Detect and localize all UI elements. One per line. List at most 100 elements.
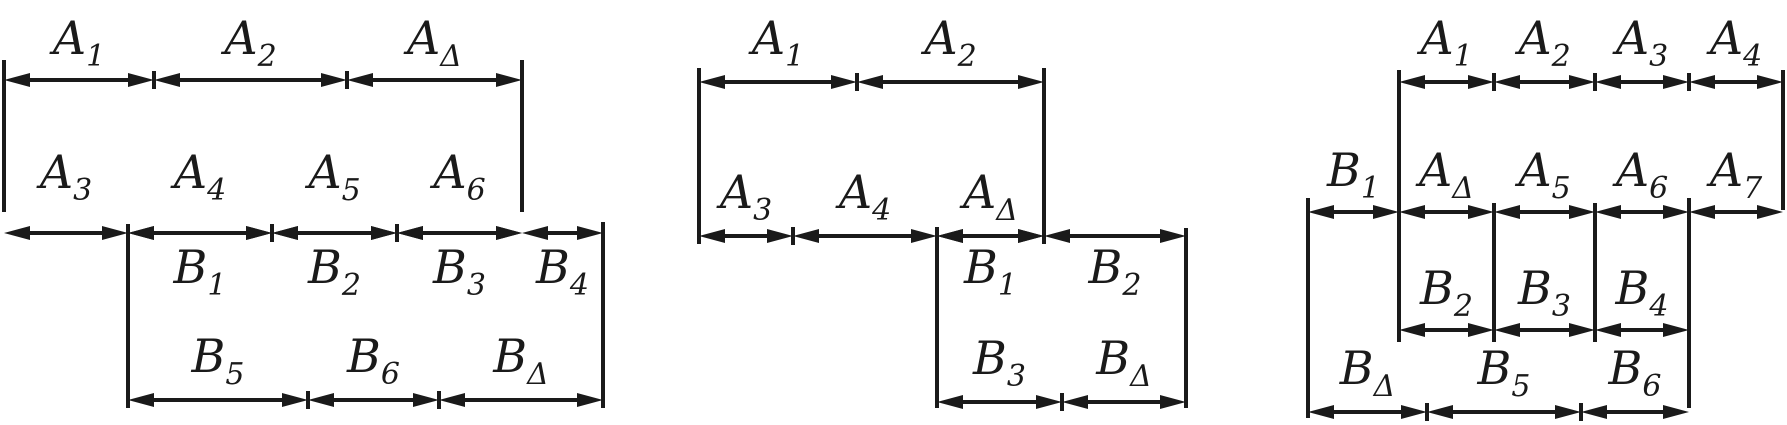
dimension-arrow [1494, 323, 1595, 337]
arrowhead-left [1689, 75, 1715, 89]
label-subscript: 6 [1649, 171, 1668, 206]
dimension-arrow [699, 75, 857, 89]
label-base: A [49, 11, 86, 65]
arrowhead-left [308, 393, 334, 407]
segment-label: A6 [1612, 143, 1668, 206]
dimension-arrow [1399, 323, 1494, 337]
segment-label: BΔ [1339, 341, 1395, 404]
label-subscript: 4 [1742, 39, 1762, 74]
segment-label: AΔ [403, 11, 462, 74]
label-subscript: 5 [225, 357, 244, 392]
arrowhead-left [1689, 205, 1715, 219]
dimension-arrow [857, 75, 1044, 89]
label-subscript: 2 [1453, 289, 1473, 324]
arrowhead-left [4, 73, 30, 87]
arrowhead-right [1160, 229, 1186, 243]
label-subscript: 7 [1743, 171, 1763, 206]
segment-label: A1 [748, 11, 804, 74]
label-base: B [1615, 261, 1650, 315]
label-subscript: Δ [1129, 359, 1152, 394]
arrowhead-right [577, 226, 603, 240]
label-base: A [1612, 11, 1649, 65]
label-subscript: 1 [785, 39, 804, 74]
dimension-arrow [1494, 75, 1595, 89]
label-subscript: 3 [73, 173, 92, 208]
label-subscript: 1 [86, 39, 105, 74]
segment-label: B5 [1477, 341, 1531, 404]
label-subscript: Δ [439, 39, 462, 74]
segment-label: BΔ [1095, 331, 1151, 394]
label-subscript: 5 [1552, 171, 1571, 206]
label-base: A [716, 165, 753, 219]
arrowhead-left [1399, 75, 1425, 89]
arrowhead-left [1062, 395, 1088, 409]
arrowhead-left [154, 73, 180, 87]
segment-label: BΔ [492, 329, 548, 392]
arrowhead-right [577, 393, 603, 407]
dimension-arrow [793, 229, 937, 243]
arrowhead-right [1018, 229, 1044, 243]
segment-label: A1 [1416, 11, 1472, 74]
arrowhead-right [1569, 75, 1595, 89]
label-subscript: 4 [569, 268, 589, 303]
dimension-arrow [128, 226, 272, 240]
arrowhead-right [496, 226, 522, 240]
arrowhead-left [1494, 205, 1520, 219]
arrowhead-left [1581, 405, 1607, 419]
label-subscript: 1 [207, 268, 226, 303]
arrowhead-right [413, 393, 439, 407]
arrowhead-right [1663, 405, 1689, 419]
segment-label: A3 [716, 165, 772, 228]
segment-label: B6 [346, 329, 400, 392]
arrowhead-right [831, 75, 857, 89]
segment-label: B1 [963, 240, 1017, 303]
arrowhead-left [522, 226, 548, 240]
label-base: A [1416, 11, 1453, 65]
dimension-arrow [1308, 405, 1427, 419]
segment-label: B3 [432, 240, 486, 303]
label-base: B [1339, 341, 1374, 395]
dimension-arrow [1399, 205, 1494, 219]
label-base: B [191, 329, 226, 383]
dimension-arrow [1595, 75, 1689, 89]
segment-label: B3 [972, 331, 1026, 394]
label-base: A [920, 11, 957, 65]
segment-label: A4 [170, 145, 226, 208]
arrowhead-right [1569, 205, 1595, 219]
arrowhead-left [1399, 205, 1425, 219]
dimension-arrow [4, 73, 154, 87]
segment-label: B2 [1088, 240, 1142, 303]
arrowhead-right [282, 393, 308, 407]
segment-label: A1 [49, 11, 105, 74]
label-base: B [1326, 143, 1361, 197]
arrowhead-right [1468, 75, 1494, 89]
label-subscript: 5 [1511, 369, 1530, 404]
label-subscript: 6 [381, 357, 400, 392]
segment-label: B6 [1608, 341, 1662, 404]
arrowhead-right [1555, 405, 1581, 419]
label-base: B [535, 240, 570, 294]
segment-label: A3 [36, 145, 92, 208]
label-base: A [1706, 11, 1743, 65]
label-base: A [36, 145, 73, 199]
arrowhead-right [1663, 323, 1689, 337]
label-subscript: Δ [995, 193, 1018, 228]
label-base: A [170, 145, 207, 199]
arrowhead-right [371, 226, 397, 240]
dimension-arrow [937, 395, 1062, 409]
label-base: B [1088, 240, 1123, 294]
arrowhead-left [699, 229, 725, 243]
dimension-arrow [1689, 75, 1783, 89]
dimension-arrow [439, 393, 603, 407]
label-subscript: Δ [526, 357, 549, 392]
arrowhead-left [1308, 405, 1334, 419]
label-subscript: 3 [1007, 359, 1026, 394]
segment-label: A3 [1612, 11, 1668, 74]
label-base: A [403, 11, 440, 65]
arrowhead-left [1494, 323, 1520, 337]
arrowhead-right [767, 229, 793, 243]
arrowhead-right [1018, 75, 1044, 89]
segment-label: B4 [1615, 261, 1669, 324]
